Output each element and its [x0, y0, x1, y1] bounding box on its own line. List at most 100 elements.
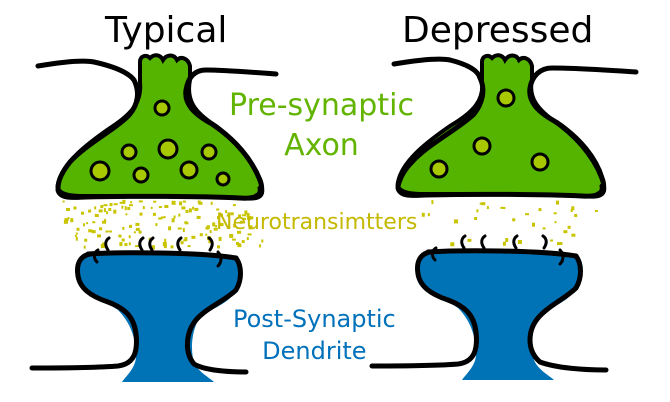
neurotransmitter-dot [205, 233, 208, 236]
depressed-presynaptic-axon [395, 53, 607, 199]
typical-neurotransmitters [62, 199, 264, 250]
neurotransmitter-dot [94, 206, 97, 210]
neurotransmitter-dot [108, 230, 112, 233]
typical-dendrite-outline-right [185, 255, 249, 375]
neurotransmitter-dot [421, 212, 425, 217]
typical-postsynaptic-dendrite [77, 252, 241, 382]
receptor [138, 236, 145, 252]
neurotransmitter-dot [130, 201, 133, 204]
neurotransmitter-dot [525, 213, 529, 216]
receptor [480, 234, 487, 250]
neurotransmitter-dot [567, 225, 571, 229]
label-presynaptic-line1: Pre-synaptic [229, 88, 414, 123]
typical-receptors [93, 236, 223, 268]
neurotransmitter-dot [216, 208, 220, 211]
neurotransmitter-dot [168, 226, 172, 231]
neurotransmitter-dot [427, 213, 430, 217]
neurotransmitter-dot [574, 214, 578, 217]
typical-synapse [29, 53, 279, 382]
neurotransmitter-dot [217, 245, 220, 249]
receptor [512, 234, 519, 250]
neurotransmitter-dot [102, 242, 106, 245]
neurotransmitter-dot [133, 231, 136, 234]
neurotransmitter-dot [100, 205, 104, 209]
neurotransmitter-dot [139, 212, 143, 216]
depressed-receptors [431, 234, 565, 266]
neurotransmitter-dot [125, 213, 128, 216]
neurotransmitter-dot [554, 221, 557, 224]
neurotransmitter-dot [102, 220, 107, 224]
neurotransmitter-dot [225, 210, 228, 214]
neurotransmitter-dot [164, 238, 167, 243]
neurotransmitter-dot [231, 238, 236, 241]
neurotransmitter-dot [486, 206, 489, 210]
neurotransmitter-dot [241, 214, 246, 217]
typical-dendrite-outline-left [29, 251, 139, 371]
neurotransmitter-dot [232, 204, 236, 207]
receptor [176, 236, 183, 252]
neurotransmitter-dot [553, 212, 557, 215]
depressed-membrane-left [391, 56, 486, 189]
neurotransmitter-dot [467, 238, 472, 242]
depressed-dendrite-outline-right [527, 253, 609, 373]
depressed-dendrite-outline-left [369, 249, 479, 369]
neurotransmitter-dot [261, 239, 264, 243]
vesicle [472, 136, 492, 156]
neurotransmitter-dot [119, 201, 123, 204]
neurotransmitter-dot [192, 206, 195, 210]
label-postsynaptic-line1: Post-Synaptic [233, 305, 396, 333]
neurotransmitter-dot [243, 217, 246, 220]
neurotransmitter-dot [152, 212, 156, 216]
neurotransmitter-dot [571, 206, 575, 211]
neurotransmitter-dot [500, 206, 504, 209]
neurotransmitter-dot [191, 235, 196, 239]
neurotransmitter-dot [557, 242, 560, 246]
neurotransmitter-dot [92, 221, 96, 224]
vesicle [429, 159, 449, 179]
neurotransmitter-dot [450, 242, 455, 247]
receptor [541, 234, 548, 250]
neurotransmitter-dot [479, 202, 482, 205]
neurotransmitter-dot [594, 210, 598, 212]
neurotransmitter-dot [128, 235, 131, 239]
label-neurotransmitters: Neurotransimtters [216, 210, 418, 235]
typical-membrane-left [35, 58, 140, 191]
neurotransmitter-dot [206, 225, 210, 230]
neurotransmitter-dot [81, 211, 84, 215]
depressed-terminal-base [395, 183, 605, 199]
vesicle [153, 99, 171, 117]
neurotransmitter-dot [550, 239, 554, 242]
neurotransmitter-dot [220, 213, 223, 217]
neurotransmitter-dot [517, 240, 522, 244]
neurotransmitter-dot [218, 236, 222, 241]
neurotransmitter-dot [563, 230, 568, 234]
neurotransmitter-dot [237, 243, 241, 246]
neurotransmitter-dot [127, 207, 131, 210]
neurotransmitter-dot [180, 241, 184, 245]
neurotransmitter-dot [94, 214, 99, 217]
label-postsynaptic-dendrite: Post-Synaptic Dendrite [233, 303, 396, 367]
neurotransmitter-dot [532, 222, 535, 227]
title-typical: Typical [105, 10, 228, 51]
neurotransmitter-dot [227, 212, 231, 215]
neurotransmitter-dot [182, 200, 186, 203]
neurotransmitter-dot [105, 230, 109, 233]
receptor [460, 234, 467, 250]
neurotransmitter-dot [177, 227, 182, 230]
neurotransmitter-dot [113, 209, 117, 214]
neurotransmitter-dot [98, 209, 103, 213]
typical-membrane-right [183, 67, 279, 199]
neurotransmitter-dot [474, 217, 478, 220]
neurotransmitter-dot [84, 238, 88, 242]
neurotransmitter-dot [209, 230, 212, 234]
neurotransmitter-dot [118, 234, 122, 237]
neurotransmitter-dot [62, 200, 65, 203]
neurotransmitter-dot [75, 236, 78, 241]
neurotransmitter-dot [244, 210, 248, 215]
neurotransmitter-dot [213, 227, 218, 231]
neurotransmitter-dot [103, 208, 106, 213]
neurotransmitter-dot [129, 204, 133, 207]
vesicle [89, 160, 111, 182]
neurotransmitter-dot [162, 242, 167, 246]
neurotransmitter-dot [73, 206, 77, 210]
